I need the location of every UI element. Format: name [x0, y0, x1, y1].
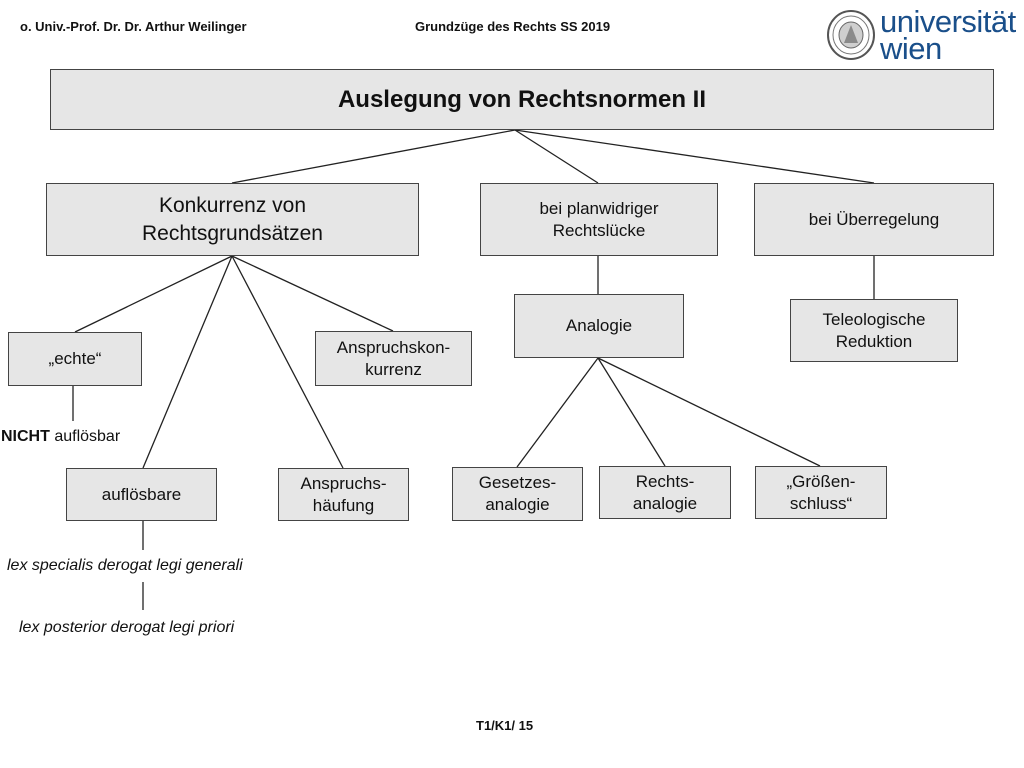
anspruchshaeufung-line2: häufung	[312, 495, 375, 515]
luecke-line2: Rechtslücke	[552, 220, 646, 240]
title-box: Auslegung von Rechtsnormen II	[50, 69, 994, 130]
konkurrenz-line2: Rechtsgrundsätzen	[142, 221, 323, 245]
box-anspruchskonkurrenz: Anspruchskon- kurrenz	[315, 331, 472, 386]
groessenschluss-line1: „Größen-	[786, 471, 856, 491]
gesetzesanalogie-line2: analogie	[485, 495, 550, 514]
reduktion-line1: Teleologische	[822, 309, 926, 329]
anspruchskonkurrenz-line2: kurrenz	[365, 359, 422, 379]
connector-analogie-rechts	[597, 357, 666, 467]
box-rechtsanalogie: Rechts- analogie	[599, 466, 731, 519]
box-anspruchshaeufung: Anspruchs- häufung	[278, 468, 409, 521]
connector-title-konkurrenz	[231, 129, 516, 184]
lex-specialis-text: lex specialis derogat legi generali	[7, 557, 243, 574]
anspruchshaeufung-line1: Anspruchs-	[300, 473, 387, 493]
nicht-aufloesbar-text: NICHT auflösbar	[1, 428, 120, 446]
echte-label: „echte“	[48, 349, 102, 368]
gesetzesanalogie-line1: Gesetzes-	[478, 473, 557, 492]
author-name: o. Univ.-Prof. Dr. Dr. Arthur Weilinger	[20, 19, 247, 34]
groessenschluss-line2: schluss“	[789, 493, 853, 513]
analogie-label: Analogie	[565, 316, 633, 335]
connector-konkurrenz-anspruchshaeufung	[231, 255, 344, 469]
box-bei-planwidriger-rechtsluecke: bei planwidriger Rechtslücke	[480, 183, 718, 256]
box-groessenschluss: „Größen- schluss“	[755, 466, 887, 519]
connector-title-luecke	[514, 129, 599, 184]
box-aufloesbare: auflösbare	[66, 468, 217, 521]
box-analogie: Analogie	[514, 294, 684, 358]
luecke-line1: bei planwidriger	[539, 198, 659, 218]
anspruchskonkurrenz-line1: Anspruchskon-	[336, 337, 451, 357]
logo-text-universitaet: universität	[880, 4, 1016, 39]
connector-konkurrenz-echte	[74, 255, 233, 333]
university-seal-icon	[827, 10, 875, 60]
connector-konkurrenz-anspruchskonkurrenz	[231, 255, 394, 332]
reduktion-line2: Reduktion	[835, 331, 913, 351]
box-gesetzesanalogie: Gesetzes- analogie	[452, 467, 583, 521]
connector-analogie-groessen	[597, 357, 821, 467]
connector-konkurrenz-aufloesbare	[142, 255, 233, 469]
logo-text-wien: wien	[880, 31, 942, 66]
rechtsanalogie-line1: Rechts-	[635, 471, 695, 491]
box-bei-ueberregelung: bei Überregelung	[754, 183, 994, 256]
rechtsanalogie-line2: analogie	[632, 493, 698, 513]
connector-analogie-gesetzes	[516, 357, 599, 468]
lex-posterior-text: lex posterior derogat legi priori	[19, 619, 235, 636]
nicht-bold: NICHT	[1, 428, 50, 445]
box-echte: „echte“	[8, 332, 142, 386]
connector-title-ueberregelung	[514, 129, 875, 184]
aufloesbare-label: auflösbare	[101, 484, 182, 504]
course-title: Grundzüge des Rechts SS 2019	[415, 19, 611, 34]
konkurrenz-line1: Konkurrenz von	[158, 193, 307, 217]
box-teleologische-reduktion: Teleologische Reduktion	[790, 299, 958, 362]
page-number: T1/K1/ 15	[476, 718, 534, 733]
aufloesbar-text: auflösbar	[49, 428, 121, 445]
box-konkurrenz-von-rechtsgrundsaetzen: Konkurrenz von Rechtsgrundsätzen	[46, 183, 419, 256]
ueberregelung-label: bei Überregelung	[808, 209, 940, 229]
diagram-title: Auslegung von Rechtsnormen II	[337, 85, 707, 113]
